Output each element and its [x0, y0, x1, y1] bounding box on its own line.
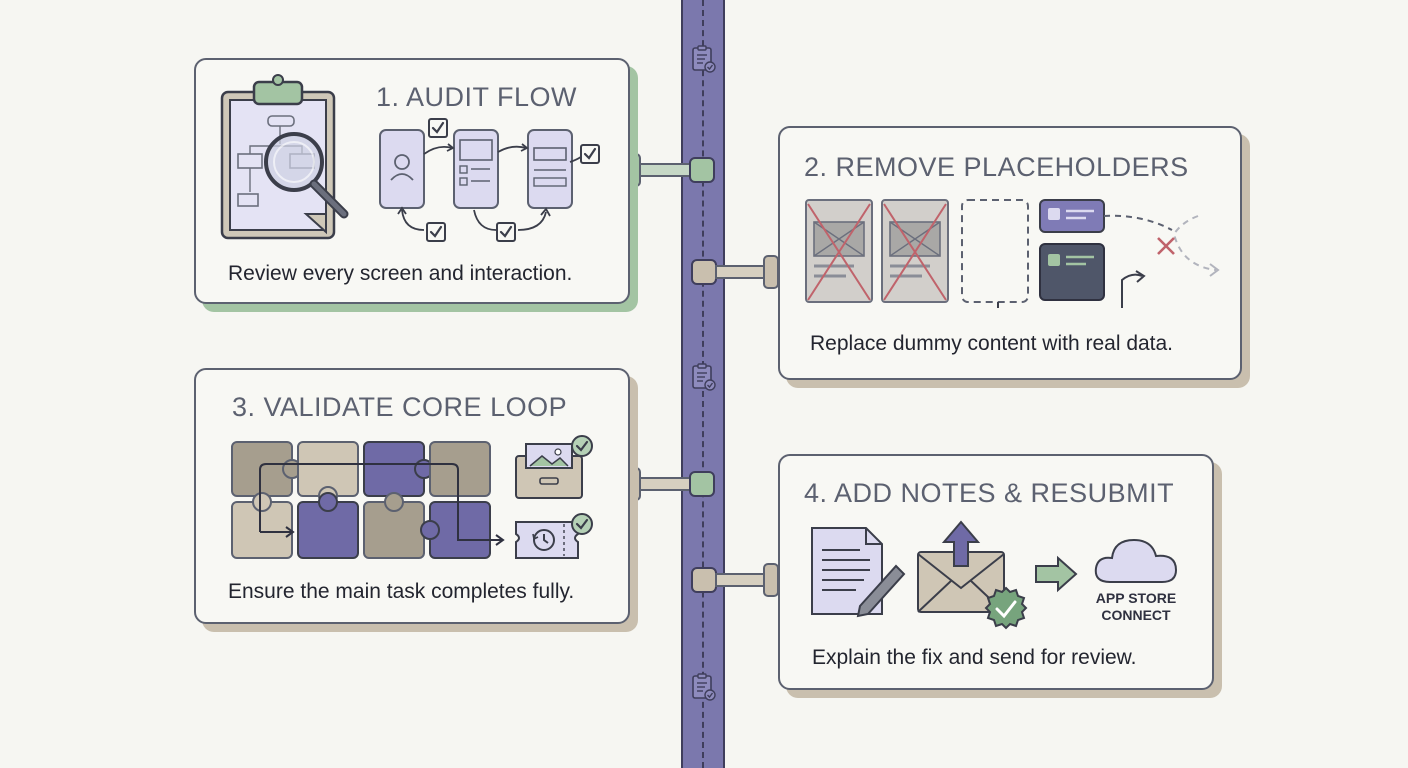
- step-caption: Ensure the main task completes fully.: [228, 580, 575, 603]
- step-title: 3. VALIDATE CORE LOOP: [232, 392, 568, 422]
- cloud-label-line-2: CONNECT: [1101, 607, 1171, 623]
- data-card-icon: [1039, 199, 1105, 301]
- connector-step-1: [625, 153, 715, 187]
- timeline: [681, 0, 725, 768]
- step-title: 1. AUDIT FLOW: [376, 82, 578, 112]
- step-title: 4. ADD NOTES & RESUBMIT: [804, 478, 1175, 508]
- connector-step-2: [691, 255, 779, 289]
- dashed-frame-icon: [961, 199, 1029, 303]
- crossed-placeholder-icon: [881, 199, 949, 303]
- step-caption: Replace dummy content with real data.: [810, 332, 1174, 355]
- step-caption: Explain the fix and send for review.: [812, 646, 1137, 669]
- connector-step-4: [691, 563, 779, 597]
- connector-step-3: [625, 467, 715, 501]
- inbox-tray-icon: [515, 434, 594, 499]
- screen-flow-diagram: [379, 118, 600, 242]
- check-box-icon: [496, 222, 516, 242]
- arrow-right-icon: [1035, 555, 1078, 593]
- puzzle-grid-icon: [231, 441, 505, 559]
- clipboard-magnifier-icon: [220, 74, 349, 240]
- check-circle-icon: [570, 512, 594, 536]
- check-box-icon: [426, 222, 446, 242]
- step-card-validate-core-loop: 3. VALIDATE CORE LOOP Ens: [194, 368, 630, 624]
- cloud-icon: [1094, 538, 1178, 583]
- timeline-clipboard-icon: [691, 44, 717, 74]
- step-card-remove-placeholders: 2. REMOVE PLACEHOLDERS: [778, 126, 1242, 380]
- step-card-audit-flow: 1. AUDIT FLOW: [194, 58, 630, 304]
- history-ticket-icon: [515, 512, 594, 559]
- check-box-icon: [428, 118, 448, 138]
- cloud-label-line-1: APP STORE: [1095, 590, 1177, 606]
- placeholder-replacement-illustration: [805, 199, 1220, 308]
- check-box-icon: [580, 144, 600, 164]
- check-circle-icon: [570, 434, 594, 458]
- cloud-label: APP STORE CONNECT: [1082, 590, 1190, 624]
- timeline-clipboard-icon: [691, 672, 717, 702]
- envelope-upload-icon: [917, 520, 1028, 630]
- timeline-clipboard-icon: [691, 362, 717, 392]
- step-title: 2. REMOVE PLACEHOLDERS: [804, 152, 1189, 182]
- step-caption: Review every screen and interaction.: [228, 262, 573, 285]
- step-card-add-notes-resubmit: 4. ADD NOTES & RESUBMIT APP STORE CONNEC…: [778, 454, 1214, 690]
- document-pencil-icon: [811, 527, 906, 618]
- crossed-placeholder-icon: [805, 199, 873, 303]
